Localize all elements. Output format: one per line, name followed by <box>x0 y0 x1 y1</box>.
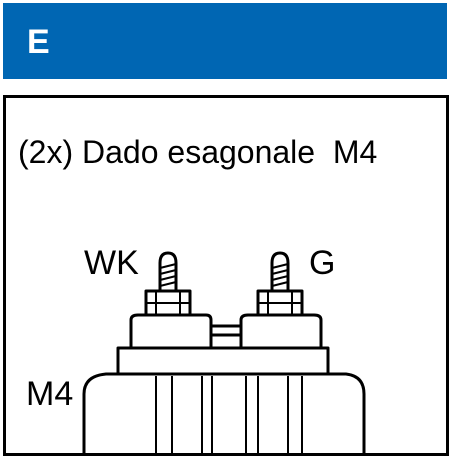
part-caption: (2x) Dado esagonale M4 <box>18 134 378 170</box>
section-header-bar: E <box>3 3 447 79</box>
terminal-block-right <box>239 313 323 350</box>
label-m4: M4 <box>26 375 74 413</box>
label-wk: WK <box>84 244 139 282</box>
label-g: G <box>309 244 336 282</box>
base-plate <box>116 346 330 376</box>
terminal-block-left <box>129 313 213 350</box>
diagram-panel: (2x) Dado esagonale M4 <box>3 95 449 456</box>
section-letter: E <box>27 23 50 61</box>
terminal-drawing <box>82 251 366 453</box>
housing-body <box>82 372 366 453</box>
